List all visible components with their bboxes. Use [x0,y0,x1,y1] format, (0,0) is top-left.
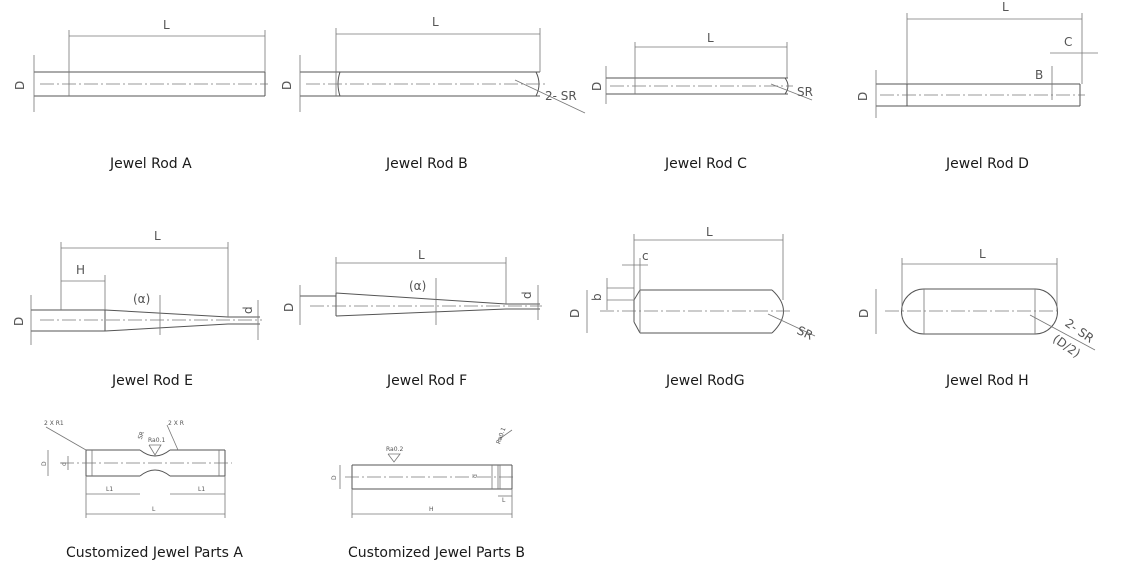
dim-l: L [432,15,439,29]
dim-sr: SR [795,323,815,342]
dim-d: D [856,92,870,101]
dim-l: L [418,248,425,262]
caption: Jewel Rod C [665,156,747,172]
dim-l: L [706,225,713,239]
caption: Jewel Rod B [386,156,468,172]
dim-b: B [1035,68,1043,82]
caption: Customized Jewel Parts A [66,545,243,561]
dim-l: L [502,497,506,504]
dim-d-small: d [520,291,534,299]
dim-d: D [590,82,604,91]
dim-l: L [163,18,170,32]
dim-d: D [857,309,871,318]
dim-d: D [282,303,296,312]
dim-l1-right: L1 [198,486,205,493]
dim-alpha: (α) [133,292,150,306]
surface-roughness: Ra0.2 [386,446,403,453]
surface-roughness: Ra0.1 [148,437,165,444]
caption: Jewel Rod F [387,373,468,389]
dim-l: L [1002,0,1009,14]
dim-d: D [331,475,338,480]
dim-alpha: (α) [409,279,426,293]
dim-sr: SR [797,85,813,99]
dim-l: L [979,247,986,261]
caption: Jewel Rod E [112,373,193,389]
dim-2xr: 2 X R [168,420,184,427]
caption: Jewel Rod A [110,156,192,172]
dim-b: b [590,293,604,301]
dim-h: H [76,263,85,277]
surface-roughness-end: Ra0.1 [495,426,508,445]
caption: Jewel Rod H [946,373,1029,389]
dim-h: H [429,506,434,513]
dim-d: D [13,81,27,90]
dim-d-small: d [61,462,68,466]
caption: Jewel RodG [666,373,745,389]
dim-sr: SR [137,431,146,441]
dim-d: D [280,81,294,90]
dim-l1-left: L1 [106,486,113,493]
dim-l: L [152,506,156,513]
caption: Jewel Rod D [946,156,1029,172]
dim-c: C [1064,35,1072,49]
dim-2xr1: 2 X R1 [44,420,64,427]
dim-d: D [41,461,48,466]
dim-l: L [154,229,161,243]
dim-d: D [12,317,26,326]
dim-d: D [568,309,582,318]
caption: Customized Jewel Parts B [348,545,525,561]
dim-l: L [707,31,714,45]
dim-sr: 2- SR [545,89,577,103]
dim-d-small: d [241,306,255,314]
dim-c: c [642,249,649,263]
dim-d-small: d [472,474,479,478]
